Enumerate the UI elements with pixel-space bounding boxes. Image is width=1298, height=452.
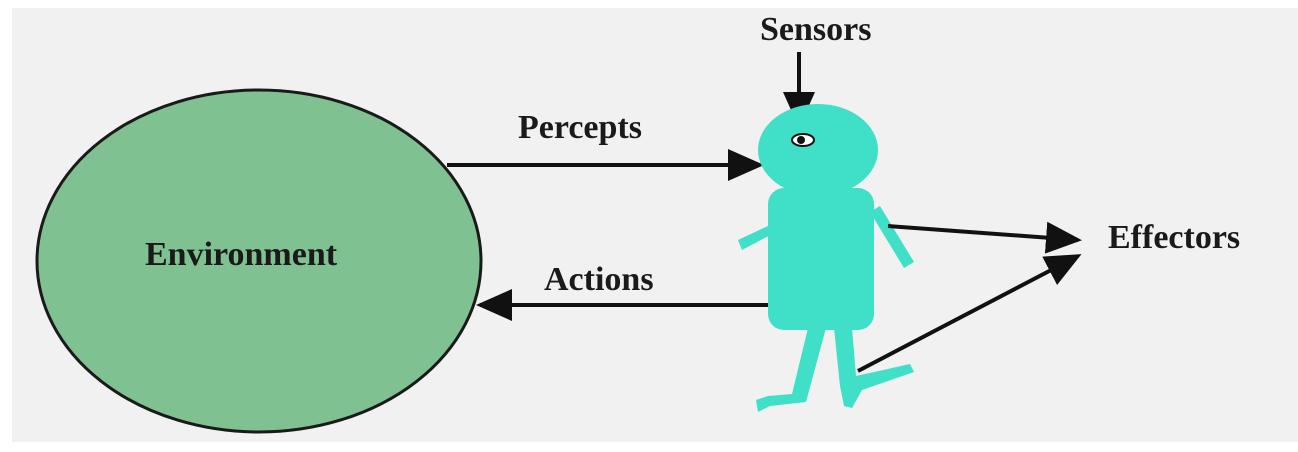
agent-left-arm: [738, 224, 776, 250]
effectors-label: Effectors: [1108, 219, 1241, 256]
effectors-arrow-arm: [887, 221, 1082, 254]
environment-label: Environment: [145, 236, 338, 273]
actions-label: Actions: [544, 261, 654, 298]
environment-ellipse: [35, 88, 483, 434]
effectors-arrow-leg: [857, 254, 1082, 373]
agent-body: [768, 188, 874, 330]
sensors-label: Sensors: [760, 11, 872, 48]
agent-left-leg: [756, 328, 826, 412]
agent-head: [758, 104, 878, 196]
agent-right-arm: [870, 206, 914, 268]
agent-right-leg: [834, 328, 914, 408]
agent-figure: [738, 104, 914, 412]
agent-pupil: [797, 136, 805, 144]
percepts-label: Percepts: [518, 109, 642, 146]
